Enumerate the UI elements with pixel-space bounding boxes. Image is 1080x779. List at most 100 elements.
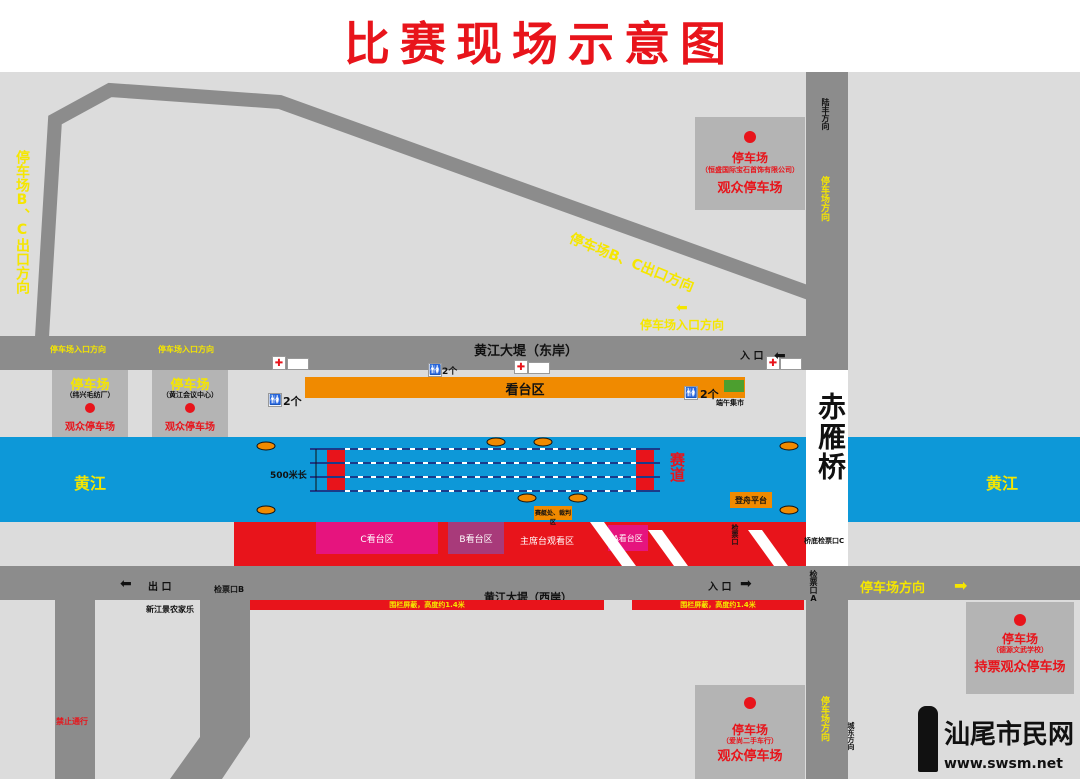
boarding-label: 登舟平台 xyxy=(735,496,767,505)
lufeng-direction: 陆丰方向 xyxy=(821,98,830,130)
parking-bottom-center: 停车场 （爱尚二手车行） 观众停车场 xyxy=(695,685,805,779)
road-network xyxy=(35,82,815,779)
first-aid-icon: ✚ xyxy=(514,360,528,374)
market-label: 端午集市 xyxy=(716,399,744,407)
parking-bottom-right: 停车场 （德源文武学校） 持票观众停车场 xyxy=(966,602,1074,694)
parking-marker-icon xyxy=(1014,614,1026,626)
toilet-count: 2个 xyxy=(442,367,458,377)
parking-direction-right-bottom: 停车场方向 xyxy=(819,696,829,741)
farm-label: 新江景农家乐 xyxy=(146,605,194,614)
fence-note: 围栏屏蔽，高度约1.4米 xyxy=(680,601,756,609)
parking-marker-icon xyxy=(85,403,95,413)
no-entry-road xyxy=(55,594,95,779)
toilet-icon: 🚻 xyxy=(684,386,698,400)
entrance-label: 入 口 xyxy=(708,582,732,593)
stand-a-label: A看台区 xyxy=(613,534,643,543)
arrow-left-icon: ⬅ xyxy=(120,576,132,592)
arrow-right-icon: ➡ xyxy=(740,576,752,592)
title-bar xyxy=(0,0,1080,72)
parking-top-right: 停车场 （恒盛国际宝石首饰有限公司） 观众停车场 xyxy=(695,117,805,210)
parking-direction-right-top: 停车场方向 xyxy=(819,176,829,221)
fence-note: 围栏屏蔽，高度约1.4米 xyxy=(389,601,465,609)
arrow-left-icon: ⬅ xyxy=(676,300,688,316)
parking-sub: （纬兴毛纺厂） xyxy=(65,391,115,399)
parking-title: 停车场 xyxy=(731,723,768,737)
fence-bar: 围栏屏蔽，高度约1.4米 xyxy=(250,600,604,610)
parking-direction-east: 停车场方向 xyxy=(860,581,926,596)
ambulance-icon xyxy=(528,362,550,374)
river-label-right: 黄江 xyxy=(986,474,1019,493)
no-entry-label: 禁止通行 xyxy=(56,717,88,726)
arrow-left-icon: ⬅ xyxy=(774,348,786,364)
parking-label: 观众停车场 xyxy=(717,181,783,196)
stripe-lanes xyxy=(590,522,788,566)
parking-label: 观众停车场 xyxy=(65,422,115,433)
east-bank-road xyxy=(0,336,806,370)
ambulance-icon xyxy=(287,358,309,370)
parking-label: 观众停车场 xyxy=(717,749,783,764)
west-bank-road xyxy=(0,566,1080,600)
bridge-label: 赤雁桥 xyxy=(814,392,847,482)
watermark-url: www.swsm.net xyxy=(944,756,1063,772)
toilet-count: 2个 xyxy=(700,388,719,401)
ticket-c-label: 桥底检票口C xyxy=(804,537,845,545)
parking-sub: （爱尚二手车行） xyxy=(722,737,778,745)
boarding-box: 登舟平台 xyxy=(730,492,772,508)
map-title: 比赛现场示意图 xyxy=(344,17,736,71)
bottom-left-road xyxy=(170,594,250,779)
main-stand-label: 主席台观看区 xyxy=(520,537,575,547)
exit-label: 出 口 xyxy=(148,582,172,593)
ticket-mid-label: 检票口 xyxy=(731,524,739,545)
parking-left-1: 停车场 （纬兴毛纺厂） 观众停车场 xyxy=(52,370,128,437)
judges-label: 赛艇处、裁判区 xyxy=(534,510,571,526)
first-aid-icon: ✚ xyxy=(766,356,780,370)
parking-label: 持票观众停车场 xyxy=(974,660,1066,675)
toilet-icon: 🚻 xyxy=(428,363,442,377)
fence-bar: 围栏屏蔽，高度约1.4米 xyxy=(632,600,804,610)
city-east-direction: 城东方向 xyxy=(847,722,855,750)
arrow-right-icon: ➡ xyxy=(954,576,968,595)
lot-bc-exit-vertical: 停车场B、C出口方向 xyxy=(14,150,30,294)
parking-title: 停车场 xyxy=(70,378,110,393)
person-icon xyxy=(918,706,938,772)
toilet-icon: 🚻 xyxy=(268,393,282,407)
stand-c: C看台区 xyxy=(316,522,438,554)
east-stand-label: 看台区 xyxy=(505,383,545,398)
first-aid-icon: ✚ xyxy=(272,356,286,370)
parking-title: 停车场 xyxy=(1001,632,1038,646)
course-label: 赛道 xyxy=(668,452,686,482)
parking-sub: （恒盛国际宝石首饰有限公司） xyxy=(701,166,799,174)
parking-left-2: 停车场 （黄江会议中心） 观众停车场 xyxy=(152,370,228,437)
parking-title: 停车场 xyxy=(731,151,768,165)
lot-bc-exit-road xyxy=(35,82,815,338)
east-stand: 看台区 xyxy=(305,377,745,398)
start-marker xyxy=(327,449,345,491)
finish-marker xyxy=(636,449,654,491)
parking-marker-icon xyxy=(185,403,195,413)
market-icon xyxy=(724,380,744,392)
parking-marker-icon xyxy=(744,697,756,709)
toilet-count: 2个 xyxy=(283,395,302,408)
ticket-b-label: 检票口B xyxy=(214,585,245,594)
watermark-logo: 汕尾市民网 xyxy=(944,720,1075,750)
lot-entrance-direction: 停车场入口方向 xyxy=(640,318,725,332)
judges-box: 赛艇处、裁判区 xyxy=(534,506,572,526)
east-bank-road-label: 黄江大堤（东岸） xyxy=(474,344,579,359)
stand-c-label: C看台区 xyxy=(360,535,394,545)
stand-b-label: B看台区 xyxy=(459,535,493,545)
parking-marker-icon xyxy=(744,131,756,143)
race-course xyxy=(256,437,799,515)
course-length-label: 500米长 xyxy=(270,471,307,481)
entrance-label: 入 口 xyxy=(740,351,764,362)
bridge-body xyxy=(806,370,848,566)
stand-b: B看台区 xyxy=(448,522,504,554)
river-label-left: 黄江 xyxy=(74,474,107,493)
ambulance-icon xyxy=(780,358,802,370)
ticket-a-label: 检票口A xyxy=(809,570,818,603)
parking-entrance-direction: 停车场入口方向 xyxy=(158,345,214,354)
parking-title: 停车场 xyxy=(170,378,210,393)
parking-entrance-direction: 停车场入口方向 xyxy=(50,345,106,354)
parking-sub: （黄江会议中心） xyxy=(162,391,218,399)
parking-label: 观众停车场 xyxy=(165,422,215,433)
